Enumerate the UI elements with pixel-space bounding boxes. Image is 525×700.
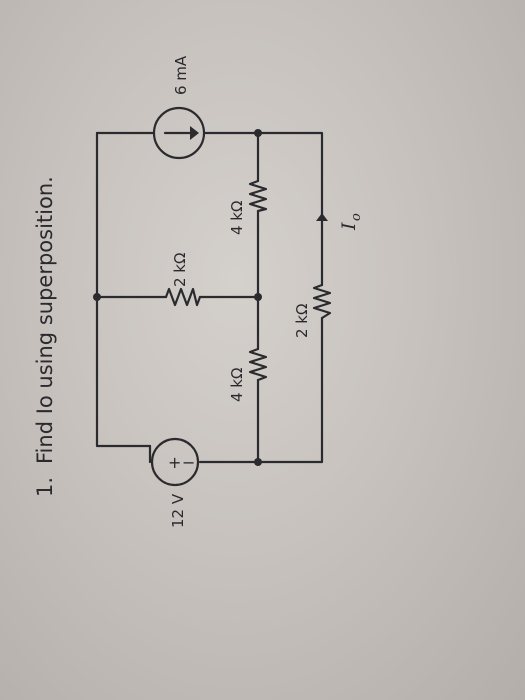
output-current-label: I o xyxy=(338,213,364,231)
current-arrow-icon xyxy=(316,213,328,221)
resistor-middle-zigzag xyxy=(164,287,202,307)
wire-bottom-left xyxy=(198,338,324,464)
label-4k-right: 4 kΩ xyxy=(228,201,246,235)
voltage-source-icon: + − xyxy=(150,437,200,487)
plus-sign: + xyxy=(168,453,181,472)
label-2k-middle: 2 kΩ xyxy=(171,253,189,287)
svg-text:I: I xyxy=(338,222,360,231)
resistor-bottom-zigzag xyxy=(312,283,332,320)
wire-left xyxy=(95,131,152,448)
current-label: 6 mA xyxy=(172,55,190,95)
junction-dot xyxy=(254,129,262,137)
label-2k-bottom: 2 kΩ xyxy=(293,304,311,338)
resistor-right-zigzag xyxy=(248,179,268,213)
junction-dot xyxy=(93,293,101,301)
voltage-label: 12 V xyxy=(169,493,187,528)
question-text: Find Io using superposition. xyxy=(33,176,57,464)
junction-dot xyxy=(254,458,262,466)
minus-sign: − xyxy=(182,453,195,472)
resistor-left-zigzag xyxy=(248,347,268,382)
current-source-arrow-icon xyxy=(152,106,206,160)
question-number: 1. xyxy=(33,477,57,497)
svg-text:o: o xyxy=(349,213,364,221)
label-4k-left: 4 kΩ xyxy=(228,368,246,402)
junction-dot xyxy=(254,293,262,301)
question: 1. Find Io using superposition. xyxy=(33,176,57,497)
